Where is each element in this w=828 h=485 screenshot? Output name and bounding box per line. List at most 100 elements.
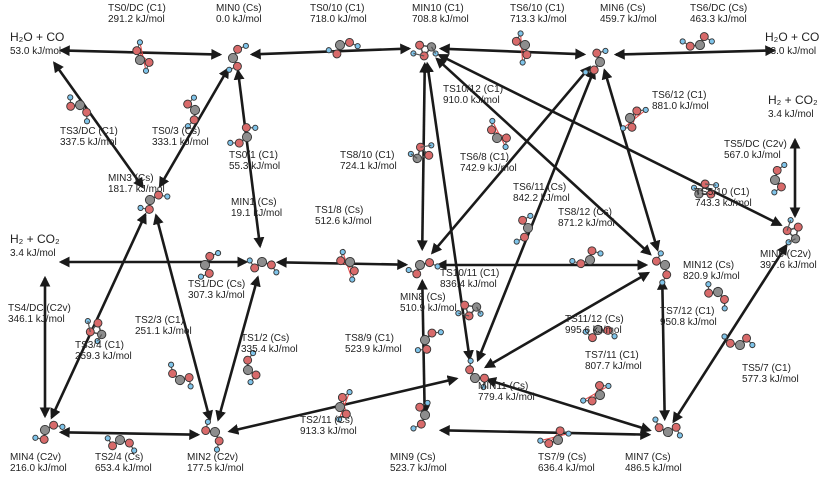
ts510-molecule-icon — [690, 179, 720, 199]
reaction-arrow — [233, 68, 265, 249]
ts89-molecule-icon — [414, 328, 444, 354]
node-name: TS3/DC (C1) — [60, 126, 118, 137]
min10-molecule-icon — [410, 40, 439, 61]
node-energy: 181.7 kJ/mol — [108, 184, 165, 195]
node-name: TS6/10 (C1) — [510, 3, 564, 14]
node-energy: 177.5 kJ/mol — [187, 463, 244, 474]
reaction-arrow — [158, 66, 230, 189]
node-energy: 567.0 kJ/mol — [724, 150, 781, 161]
min6-molecule-icon — [582, 47, 609, 76]
node-name: MIN1 (Cs) — [231, 197, 277, 208]
min5-molecule-icon — [782, 217, 803, 246]
ts610-node-label: TS6/10 (C1)713.3 kJ/mol — [510, 3, 567, 25]
ts12-node-label: TS1/2 (Cs)335.4 kJ/mol — [241, 333, 298, 355]
molecule-layer — [32, 30, 803, 454]
node-energy: 3.4 kJ/mol — [10, 248, 56, 259]
node-energy: 251.1 kJ/mol — [135, 326, 192, 337]
min1-node-label: MIN1 (Cs)19.1 kJ/mol — [231, 197, 282, 219]
ts5dc-node-label: TS5/DC (C2v)567.0 kJ/mol — [724, 139, 787, 161]
node-name: MIN12 (Cs) — [683, 260, 734, 271]
node-energy: 486.5 kJ/mol — [625, 463, 682, 474]
node-name: TS10/12 (C1) — [443, 84, 503, 95]
node-name: TS0/DC (C1) — [108, 3, 166, 14]
reaction-arrow — [656, 278, 671, 422]
node-energy: 950.8 kJ/mol — [660, 317, 717, 328]
node-energy: 259.3 kJ/mol — [75, 351, 132, 362]
node-energy: 842.2 kJ/mol — [513, 193, 570, 204]
ts1dc-node-label: TS1/DC (Cs)307.3 kJ/mol — [188, 279, 245, 301]
ts612-node-label: TS6/12 (C1)881.0 kJ/mol — [652, 90, 709, 112]
min2-node-label: MIN2 (C2v)177.5 kJ/mol — [187, 452, 244, 474]
reaction-arrow — [215, 275, 261, 422]
node-name: MIN10 (C1) — [412, 3, 464, 14]
node-name: TS6/12 (C1) — [652, 90, 706, 101]
node-energy: 910.0 kJ/mol — [443, 95, 500, 106]
node-energy: 807.7 kJ/mol — [585, 361, 642, 372]
node-energy: 881.0 kJ/mol — [652, 101, 709, 112]
node-energy: 523.9 kJ/mol — [345, 344, 402, 355]
node-name: TS7/11 (C1) — [585, 350, 639, 361]
ts611-node-label: TS6/11 (Cs)842.2 kJ/mol — [513, 182, 570, 204]
node-energy: 0.0 kJ/mol — [216, 14, 262, 25]
ts89-node-label: TS8/9 (C1)523.9 kJ/mol — [345, 333, 402, 355]
node-name: TS4/DC (C2v) — [8, 303, 71, 314]
node-energy: 3.4 kJ/mol — [768, 109, 814, 120]
reaction-arrow — [50, 212, 147, 420]
node-energy: 55.3 kJ/mol — [229, 161, 280, 172]
node-energy: 871.2 kJ/mol — [558, 218, 615, 229]
ts1112-node-label: TS11/12 (Cs)995.6 kJ/mol — [565, 314, 624, 336]
ts18-molecule-icon — [336, 248, 359, 283]
ts611-molecule-icon — [513, 212, 534, 245]
ts812-node-label: TS8/12 (Cs)871.2 kJ/mol — [558, 207, 615, 229]
node-energy: 307.3 kJ/mol — [188, 290, 245, 301]
reaction-arrow — [58, 426, 201, 441]
reaction-arrow — [483, 271, 651, 369]
node-energy: 337.5 kJ/mol — [60, 137, 117, 148]
node-name: TS1/2 (Cs) — [241, 333, 289, 344]
reaction-arrow — [672, 243, 788, 424]
node-energy: 216.0 kJ/mol — [10, 463, 67, 474]
ts711-node-label: TS7/11 (C1)807.7 kJ/mol — [585, 350, 642, 372]
ts1011-node-label: TS10/11 (C1)836.4 kJ/mol — [440, 268, 499, 290]
node-energy: 510.9 kJ/mol — [400, 303, 457, 314]
ts612-molecule-icon — [620, 106, 649, 132]
node-name: TS7/12 (C1) — [660, 306, 714, 317]
ts03-node-label: TS0/3 (Cs)333.1 kJ/mol — [152, 126, 209, 148]
min4-node-label: MIN4 (C2v)216.0 kJ/mol — [10, 452, 67, 474]
ts03-molecule-icon — [183, 94, 201, 130]
node-energy: 913.3 kJ/mol — [300, 426, 357, 437]
ts5dc-molecule-icon — [769, 161, 788, 196]
node-name: MIN5 (C2v) — [760, 249, 811, 260]
h2_co2_left-node-label: H₂ + CO₂ 3.4 kJ/mol — [10, 232, 60, 259]
min5-node-label: MIN5 (C2v)397.6 kJ/mol — [760, 249, 817, 271]
ts1dc-molecule-icon — [197, 250, 222, 280]
ts68-node-label: TS6/8 (C1)742.9 kJ/mol — [460, 152, 517, 174]
min10-node-label: MIN10 (C1)708.8 kJ/mol — [412, 3, 469, 25]
min9-node-label: MIN9 (Cs)523.7 kJ/mol — [390, 452, 447, 474]
ts810-molecule-icon — [407, 142, 435, 164]
node-energy: 653.4 kJ/mol — [95, 463, 152, 474]
node-energy: 346.1 kJ/mol — [8, 314, 65, 325]
min9-molecule-icon — [410, 399, 431, 432]
node-energy: 397.6 kJ/mol — [760, 260, 817, 271]
node-energy: 779.4 kJ/mol — [478, 392, 535, 403]
node-name: TS6/8 (C1) — [460, 152, 509, 163]
ts57-molecule-icon — [721, 333, 756, 351]
node-name: H₂ + CO₂ — [10, 232, 60, 246]
node-energy: 708.8 kJ/mol — [412, 14, 469, 25]
ts510-node-label: TS5/10 (C1)743.3 kJ/mol — [695, 187, 752, 209]
min3-node-label: MIN3 (Cs)181.7 kJ/mol — [108, 173, 165, 195]
node-name: MIN9 (Cs) — [390, 452, 436, 463]
node-name: TS2/4 (Cs) — [95, 452, 143, 463]
node-energy: 463.3 kJ/mol — [690, 14, 747, 25]
node-name: MIN0 (Cs) — [216, 3, 262, 14]
node-energy: 335.4 kJ/mol — [241, 344, 298, 355]
ts211-molecule-icon — [334, 389, 353, 423]
min0-molecule-icon — [226, 42, 249, 73]
node-energy: 636.4 kJ/mol — [538, 463, 595, 474]
node-name: H₂O + CO — [10, 30, 64, 44]
min1-molecule-icon — [246, 256, 280, 276]
node-name: TS0/10 (C1) — [310, 3, 364, 14]
node-energy: 523.7 kJ/mol — [390, 463, 447, 474]
